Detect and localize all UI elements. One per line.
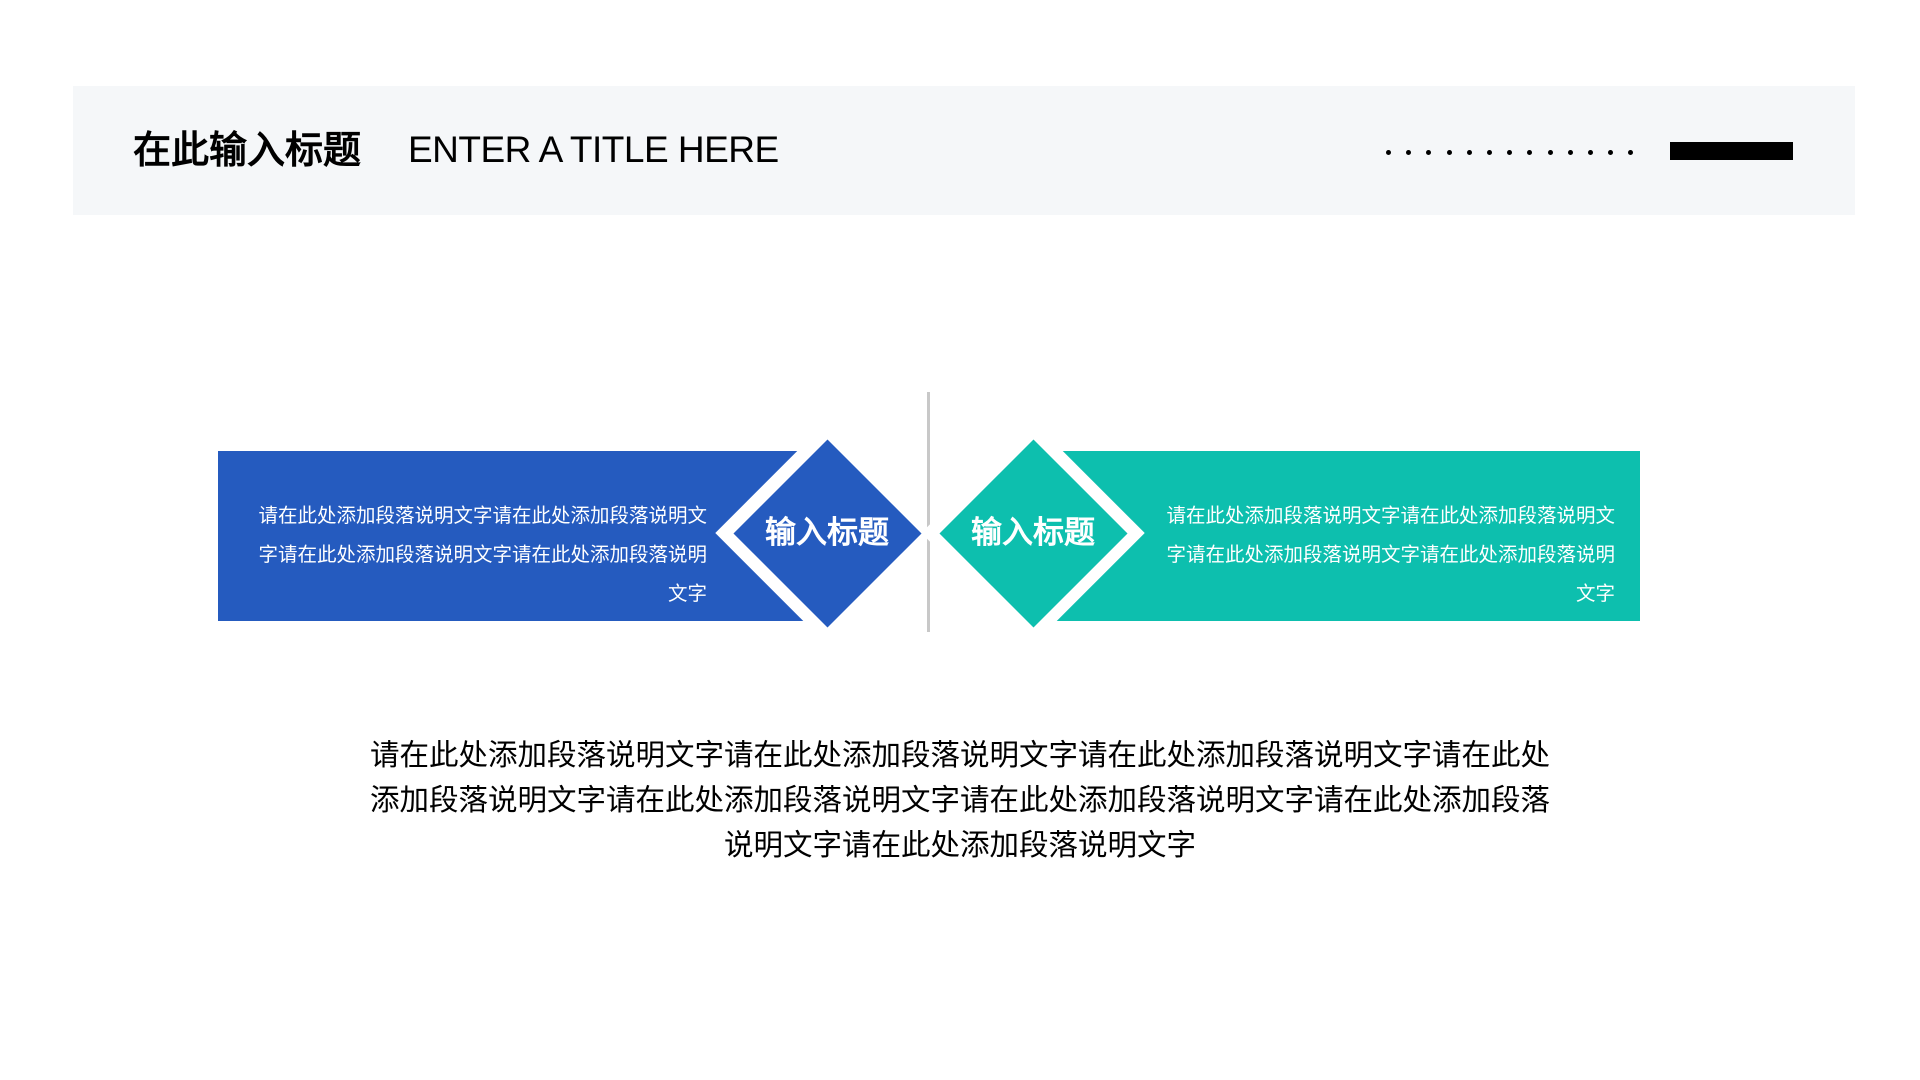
page-title-chinese[interactable]: 在此输入标题 <box>133 128 362 172</box>
center-divider <box>927 392 930 632</box>
card-right-title[interactable]: 输入标题 <box>971 515 1095 551</box>
dot-icon <box>1587 150 1593 155</box>
dot-icon <box>1406 150 1412 155</box>
dot-icon <box>1446 150 1452 155</box>
dot-icon <box>1608 150 1614 155</box>
dot-icon <box>1547 150 1553 155</box>
dot-icon <box>1507 150 1513 155</box>
dot-icon <box>1466 150 1472 155</box>
header-band: 在此输入标题 ENTER A TITLE HERE <box>73 86 1855 215</box>
card-left-title[interactable]: 输入标题 <box>765 515 889 551</box>
bar-decoration <box>1670 142 1793 160</box>
dots-decoration <box>1386 150 1634 155</box>
body-paragraph[interactable]: 请在此处添加段落说明文字请在此处添加段落说明文字请在此处添加段落说明文字请在此处… <box>369 738 1550 862</box>
page-title-english[interactable]: ENTER A TITLE HERE <box>408 129 779 170</box>
card-right-text[interactable]: 请在此处添加段落说明文字请在此处添加段落说明文字请在此处添加段落说明文字请在此处… <box>1166 504 1615 605</box>
dot-icon <box>1567 150 1573 155</box>
dot-icon <box>1386 150 1391 155</box>
dot-icon <box>1527 150 1533 155</box>
dot-icon <box>1628 150 1634 155</box>
card-left-text[interactable]: 请在此处添加段落说明文字请在此处添加段落说明文字请在此处添加段落说明文字请在此处… <box>258 504 707 605</box>
dot-icon <box>1426 150 1432 155</box>
dot-icon <box>1486 150 1492 155</box>
